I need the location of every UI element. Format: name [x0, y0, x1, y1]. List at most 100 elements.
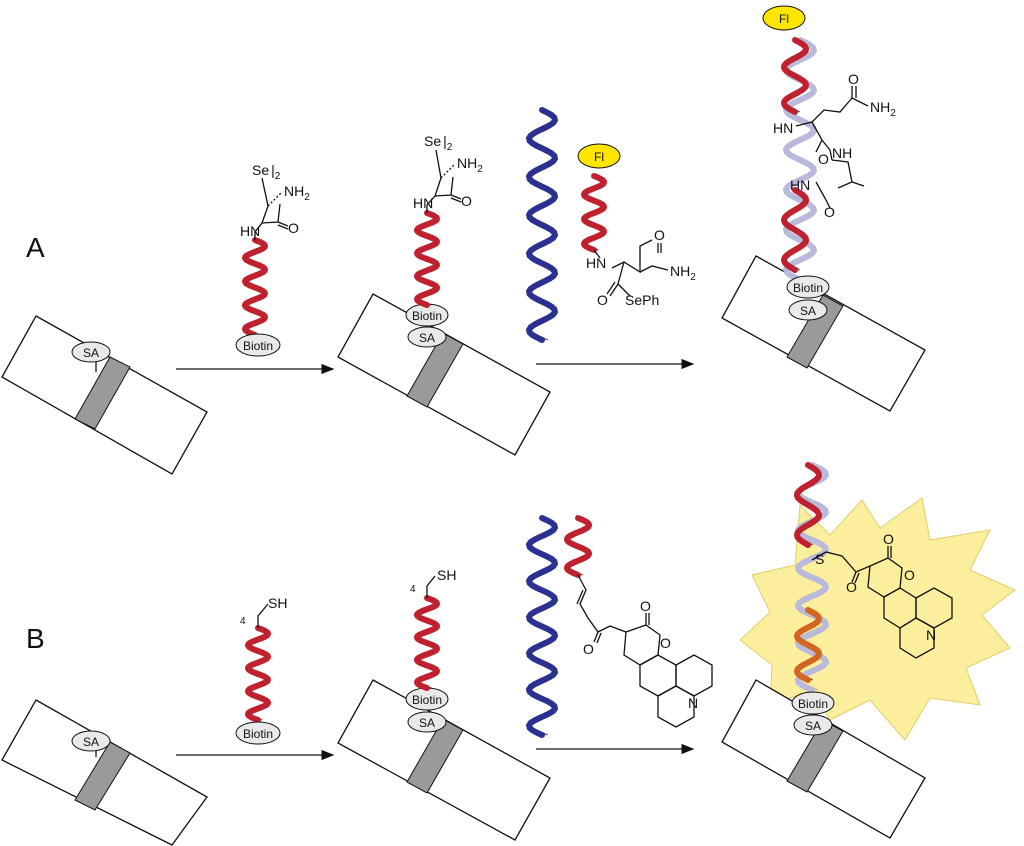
oxygen-label: O	[461, 193, 472, 209]
biotin-oval	[791, 691, 835, 715]
biotin-label: Biotin	[412, 693, 442, 707]
mid-oxygen-label: O	[818, 151, 829, 167]
biotin-label: Biotin	[243, 339, 273, 353]
biotin-label: Biotin	[243, 727, 273, 741]
amide-oxygen-label: O	[654, 227, 665, 243]
fluorophore-oval	[762, 5, 806, 31]
hn-low-label: HN	[790, 177, 810, 193]
streptavidin-label: SA	[419, 716, 435, 730]
red-dna-strand	[780, 37, 810, 115]
helix-ribbon	[794, 462, 830, 693]
amide-oxygen-label: O	[848, 71, 859, 87]
julolidine-ring-upper	[675, 654, 713, 697]
panel-a-test-strip: SA	[1, 315, 208, 475]
red-dna-strand	[780, 187, 810, 273]
nh-label: NH	[832, 145, 852, 161]
amine-label: NH2	[284, 183, 310, 203]
fluorophore-oval	[577, 143, 621, 169]
thiol-label: SH	[437, 567, 456, 583]
red-dna-strand	[241, 237, 269, 338]
blue-dna-strand	[525, 107, 559, 343]
fluorophore-label: Fl	[594, 150, 604, 164]
hn-top-label: HN	[773, 120, 793, 136]
oxygen-label: O	[288, 220, 299, 236]
helix-ribbon	[413, 210, 441, 308]
orange-dna-strand	[793, 607, 823, 683]
nitrogen-label: N	[926, 627, 936, 643]
thiol-label: SH	[268, 595, 287, 611]
pyranone-ring	[623, 624, 661, 666]
biotin-label: Biotin	[798, 697, 828, 711]
linker-repeat-label: 4	[240, 616, 246, 627]
streptavidin-oval	[71, 730, 111, 752]
panel-b-test-strip: SA	[1, 699, 208, 846]
biotin-label: Biotin	[793, 281, 823, 295]
ring-oxygen-label: O	[660, 635, 671, 651]
amine-label: NH2	[457, 155, 483, 175]
panel-b-thiol-probe: SH 4 Biotin	[235, 595, 287, 745]
fluorophore-label: Fl	[779, 12, 789, 26]
amide-nh2-label: NH2	[670, 263, 696, 283]
helix-ribbon	[241, 237, 269, 338]
panel-a-target-strands: Fl HN O NH2 O SePh	[525, 107, 696, 343]
lactone-carbonyl-oxygen-label: O	[883, 531, 894, 547]
nitrogen-label: N	[688, 695, 698, 711]
biotin-label: Biotin	[412, 309, 442, 323]
blue-dna-strand	[525, 515, 559, 738]
sulfur-label: S	[815, 551, 824, 567]
ring-oxygen-label: O	[904, 567, 915, 583]
panel-b-fluorescent-product: SA Biotin S O O O N	[721, 462, 1016, 839]
hn-label: HN	[240, 223, 260, 239]
hn-label: HN	[413, 195, 433, 211]
hn-label: HN	[586, 255, 606, 271]
panel-a-selenocystine-probe: HN O NH2 Se|2 Biotin	[235, 162, 310, 357]
streptavidin-label: SA	[419, 331, 435, 345]
panel-a-label: A	[26, 232, 45, 263]
benzene-ring	[639, 654, 677, 697]
ester-oxygen-label: O	[597, 292, 608, 308]
streptavidin-label: SA	[800, 304, 816, 318]
helix-ribbon	[244, 625, 272, 723]
helix-ribbon	[793, 607, 823, 683]
helix-ribbon	[525, 515, 559, 738]
low-oxygen-label: O	[824, 204, 835, 220]
julolidine-ring-lower	[899, 617, 935, 659]
selenium-label: Se|2	[424, 133, 453, 153]
streptavidin-oval	[407, 711, 447, 733]
panel-b-target-strands: O O O N	[525, 515, 713, 738]
helix-ribbon	[413, 595, 441, 691]
panel-b-bound-probe: SA Biotin SH 4	[337, 567, 551, 841]
selenoester-label: SePh	[625, 292, 659, 308]
red-dna-strand	[581, 173, 607, 253]
selenium-label: Se|2	[252, 162, 281, 182]
julolidine-ring-lower	[657, 685, 695, 728]
streptavidin-oval	[793, 714, 833, 736]
red-dna-strand	[413, 595, 441, 691]
red-dna-strand	[244, 625, 272, 723]
red-dna-strand	[793, 462, 823, 548]
streptavidin-label: SA	[83, 346, 99, 360]
keto-oxygen-label: O	[583, 641, 594, 657]
red-dna-strand	[563, 515, 593, 578]
helix-ribbon	[581, 173, 607, 253]
helix-ribbon	[525, 107, 559, 343]
amide-nh2-label: NH2	[870, 99, 896, 119]
helix-ribbon	[563, 515, 593, 578]
streptavidin-oval	[71, 341, 111, 363]
streptavidin-oval	[407, 326, 447, 348]
lactone-carbonyl-oxygen-label: O	[640, 598, 651, 614]
panel-a-ligation-product: Fl SA Biotin HN O NH2 O NH HN O	[721, 5, 926, 412]
helix-ribbon	[780, 187, 810, 273]
helix-ribbon	[780, 37, 810, 115]
keto-oxygen-label: O	[846, 579, 857, 595]
biotin-oval	[786, 275, 830, 299]
streptavidin-oval	[788, 299, 828, 321]
biotin-oval	[235, 333, 281, 357]
helix-ribbon	[793, 462, 823, 548]
test-line-band	[74, 356, 131, 430]
streptavidin-label: SA	[83, 735, 99, 749]
biotin-oval	[235, 721, 281, 745]
red-dna-strand	[413, 210, 441, 308]
streptavidin-label: SA	[805, 719, 821, 733]
